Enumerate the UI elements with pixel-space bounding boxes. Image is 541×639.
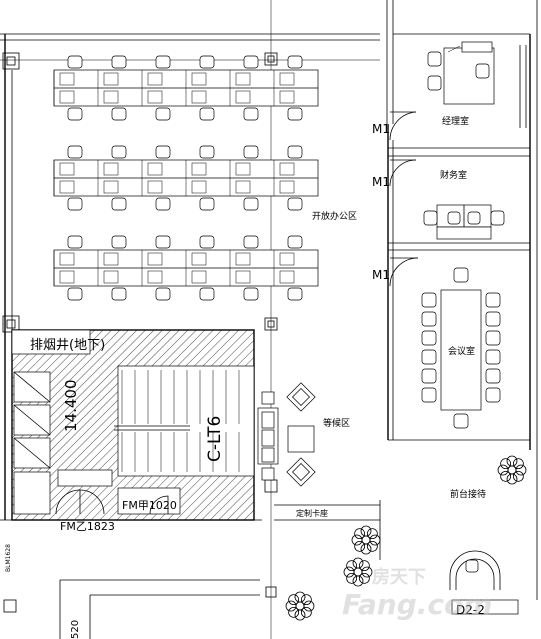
fire-door-upper-label: FM甲1020 <box>122 499 177 512</box>
chair <box>453 267 469 283</box>
chair <box>155 145 171 159</box>
right-partitions <box>387 45 530 441</box>
chair <box>485 387 501 403</box>
meeting-furniture <box>421 267 501 429</box>
chair <box>485 349 501 365</box>
chair <box>243 197 259 211</box>
side-vertical-label: BLM1628 <box>5 544 12 572</box>
plant <box>343 557 373 587</box>
fire-door-lower-label: FM乙1823 <box>60 520 115 533</box>
chair <box>421 292 437 308</box>
door-manager <box>389 111 417 141</box>
plant <box>351 525 381 555</box>
manager-furniture <box>427 41 495 105</box>
chair <box>199 287 215 301</box>
reception-desk <box>449 550 519 615</box>
chair <box>67 55 83 69</box>
chair <box>199 107 215 121</box>
door-label-meeting: M1 <box>372 268 390 282</box>
chair <box>155 197 171 211</box>
chair <box>243 235 259 249</box>
room-label-reception: 前台接待 <box>450 488 486 500</box>
chair <box>111 287 127 301</box>
chair <box>485 311 501 327</box>
waiting-furniture <box>257 382 316 487</box>
chair <box>243 55 259 69</box>
chair <box>287 145 303 159</box>
chair <box>155 235 171 249</box>
chair <box>111 197 127 211</box>
room-label-finance: 财务室 <box>440 169 467 181</box>
chair <box>67 287 83 301</box>
door-finance <box>389 159 417 187</box>
chair <box>199 235 215 249</box>
chair <box>485 292 501 308</box>
chair <box>155 287 171 301</box>
room-label-manager: 经理室 <box>442 115 469 127</box>
chair <box>155 107 171 121</box>
plants <box>285 455 527 621</box>
chair <box>421 330 437 346</box>
chair <box>111 145 127 159</box>
chair <box>421 349 437 365</box>
room-label-open-office: 开放办公区 <box>312 210 357 222</box>
bottom-right-code: D2-2 <box>456 603 485 617</box>
chair <box>287 235 303 249</box>
door-meeting <box>389 257 419 287</box>
watermark-en: Fang.com <box>342 588 492 621</box>
chair <box>287 197 303 211</box>
room-label-waiting: 等候区 <box>323 417 350 429</box>
door-label-manager: M1 <box>372 122 390 136</box>
chair <box>199 55 215 69</box>
chair <box>485 330 501 346</box>
chair <box>243 145 259 159</box>
counter-label: 定制卡座 <box>296 508 328 518</box>
door-label-finance: M1 <box>372 175 390 189</box>
stair-code-label: C-LT6 <box>205 416 225 462</box>
plant <box>497 455 527 485</box>
chair <box>287 55 303 69</box>
chair <box>67 107 83 121</box>
chair <box>485 368 501 384</box>
chair <box>199 197 215 211</box>
room-label-meeting: 会议室 <box>448 345 475 357</box>
chair <box>67 197 83 211</box>
watermark-cn: 房天下 <box>372 566 426 588</box>
chair <box>199 145 215 159</box>
chair <box>67 235 83 249</box>
stair-level-label: 14.400 <box>62 380 80 433</box>
chair <box>287 107 303 121</box>
structural-columns <box>0 0 380 639</box>
chair <box>111 55 127 69</box>
chair <box>243 107 259 121</box>
chair <box>243 287 259 301</box>
chair <box>111 107 127 121</box>
fang-watermark: 房天下 Fang.com <box>342 566 492 621</box>
workstation-rows <box>53 55 319 301</box>
finance-furniture <box>423 204 505 240</box>
chair <box>453 413 469 429</box>
chair <box>287 287 303 301</box>
chair <box>421 368 437 384</box>
chair <box>421 311 437 327</box>
plant <box>285 591 315 621</box>
chair <box>155 55 171 69</box>
stair-treads <box>121 370 240 472</box>
stair-core <box>11 329 255 521</box>
smoke-shaft-label: 排烟井(地下) <box>30 338 105 353</box>
chair <box>67 145 83 159</box>
chair <box>421 387 437 403</box>
bottom-left-number: 520 <box>70 620 81 639</box>
chair <box>111 235 127 249</box>
